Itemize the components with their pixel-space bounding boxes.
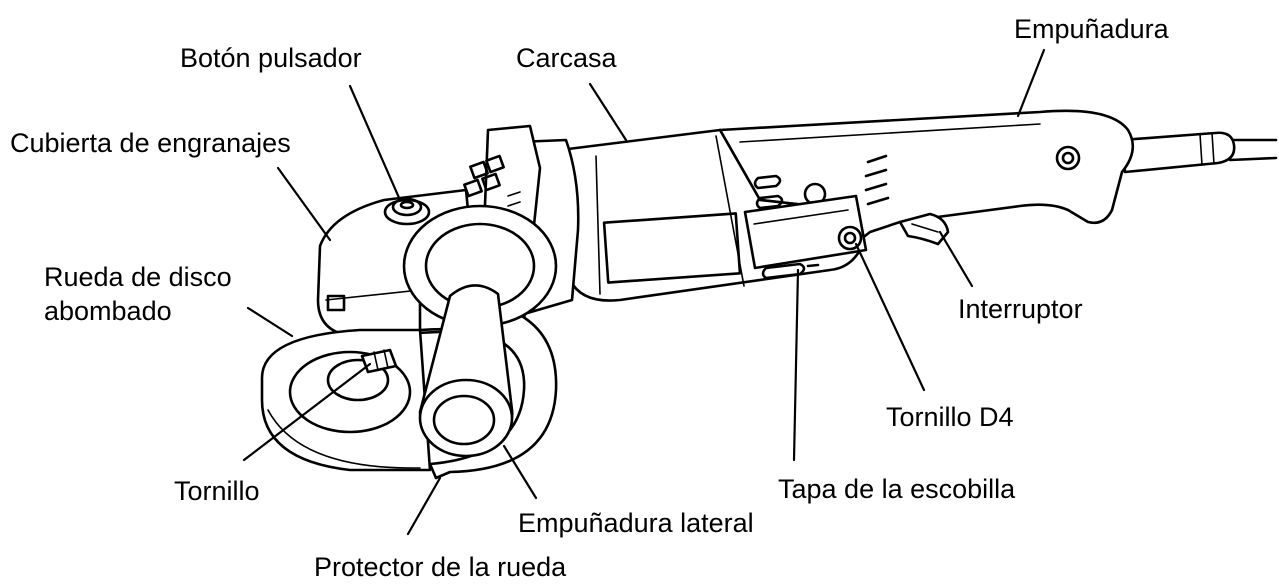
leader-lines — [242, 48, 1046, 536]
abrasive-wheel — [260, 328, 432, 472]
label-cubierta: Cubierta de engranajes — [10, 128, 291, 158]
wheel-guard — [418, 297, 558, 480]
label-tapa: Tapa de la escobilla — [778, 474, 1016, 504]
brush-cap — [743, 194, 868, 270]
label-rueda-line2: abombado — [44, 296, 172, 326]
grinder-illustration — [260, 109, 1278, 480]
leader-carcasa — [588, 82, 628, 142]
label-tornillo: Tornillo — [174, 476, 260, 506]
leader-tornillo-d4 — [854, 242, 926, 392]
leader-interruptor — [938, 230, 974, 288]
label-empunadura: Empuñadura — [1014, 14, 1170, 44]
leader-rueda — [246, 306, 294, 338]
leader-tornillo — [242, 362, 372, 462]
leader-protector — [406, 476, 442, 536]
label-protector: Protector de la rueda — [314, 552, 567, 582]
label-rueda-line1: Rueda de disco — [44, 262, 232, 292]
label-empunadura-lateral: Empuñadura lateral — [518, 508, 754, 538]
rear-handle — [718, 109, 1135, 242]
callout-labels: Botón pulsador Carcasa Empuñadura Cubier… — [10, 14, 1170, 582]
label-tornillo-d4: Tornillo D4 — [886, 402, 1014, 432]
leader-empunadura — [1016, 48, 1046, 118]
side-handle — [402, 204, 558, 458]
power-cord — [1120, 131, 1278, 174]
label-interruptor: Interruptor — [958, 294, 1083, 324]
leader-cubierta — [276, 166, 332, 242]
label-boton-pulsador: Botón pulsador — [180, 43, 362, 73]
label-carcasa: Carcasa — [516, 43, 618, 73]
leader-boton-pulsador — [348, 84, 402, 202]
leader-tapa — [792, 268, 800, 462]
push-button — [383, 197, 431, 226]
leader-empunadura-lateral — [502, 444, 538, 500]
